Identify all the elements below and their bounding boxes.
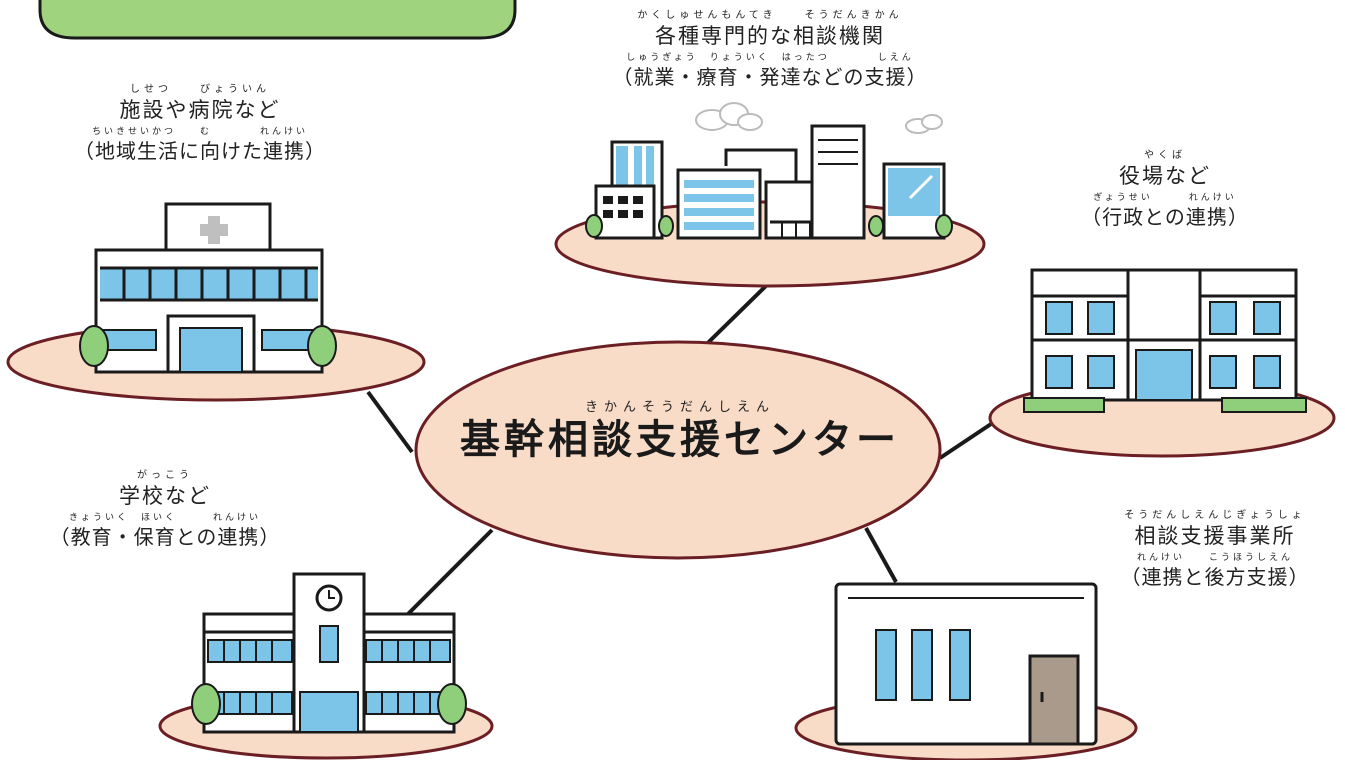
hospital-label: しせつ びょういん 施設や病院など ちいきせいかつ む れんけい （地域生活に向… xyxy=(6,84,394,164)
cityhall-subtitle: （行政との連携） xyxy=(1081,205,1249,229)
office-label: そうだんしえんじぎょうしょ 相談支援事業所 れんけい こうほうしえん （連携と後… xyxy=(1090,510,1340,590)
tree-icon xyxy=(585,214,953,238)
specialist-ruby2: しゅうぎょう りょういく はったつ しえん xyxy=(626,53,914,63)
school-ruby: がっこう xyxy=(137,470,193,481)
specialist-label: かくしゅせんもんてき そうだんきかん 各種専門的な相談機関 しゅうぎょう りょう… xyxy=(560,10,980,90)
specialist-buildings-illustration xyxy=(554,102,986,288)
office-title: 相談支援事業所 xyxy=(1134,524,1296,548)
center-ruby: きかんそうだんしえん xyxy=(584,400,775,415)
cross-icon xyxy=(200,216,228,244)
school-subtitle: （教育・保育との連携） xyxy=(49,525,281,549)
hospital-subtitle: （地域生活に向けた連携） xyxy=(74,139,326,163)
specialist-ruby: かくしゅせんもんてき そうだんきかん xyxy=(637,10,903,21)
specialist-subtitle: （就業・療育・発達などの支援） xyxy=(612,65,928,89)
school-illustration xyxy=(158,572,494,760)
hospital-ruby2: ちいきせいかつ む れんけい xyxy=(91,127,308,137)
connector-hospital xyxy=(366,390,414,454)
cityhall-illustration xyxy=(988,268,1336,458)
center-ellipse xyxy=(414,340,942,560)
hospital-illustration xyxy=(6,202,426,402)
specialist-title: 各種専門的な相談機関 xyxy=(655,24,885,48)
hospital-title: 施設や病院など xyxy=(119,98,281,122)
office-subtitle: （連携と後方支援） xyxy=(1120,565,1310,589)
hospital-ruby: しせつ びょういん xyxy=(130,84,270,95)
cityhall-label: やくば 役場など ぎょうせい れんけい （行政との連携） xyxy=(1030,150,1300,230)
door-icon xyxy=(1028,654,1080,746)
tree-icon xyxy=(79,325,337,367)
cityhall-ruby2: ぎょうせい れんけい xyxy=(1093,193,1237,203)
connector-office xyxy=(864,527,898,583)
cityhall-ruby: やくば xyxy=(1144,150,1186,161)
office-ruby2: れんけい こうほうしえん xyxy=(1136,553,1293,563)
center-title: 基幹相談支援センター xyxy=(460,417,900,463)
school-label: がっこう 学校など きょういく ほいく れんけい （教育・保育との連携） xyxy=(0,470,330,550)
connector-school xyxy=(402,528,494,620)
office-ruby: そうだんしえんじぎょうしょ xyxy=(1124,510,1306,521)
school-title: 学校など xyxy=(119,484,211,508)
office-illustration xyxy=(794,582,1138,760)
cityhall-title: 役場など xyxy=(1119,164,1211,188)
center-label: きかんそうだんしえん 基幹相談支援センター xyxy=(420,400,940,464)
school-ruby2: きょういく ほいく れんけい xyxy=(68,513,261,523)
green-banner xyxy=(38,0,517,40)
tree-icon xyxy=(191,683,467,725)
cloud-icon xyxy=(695,102,943,134)
